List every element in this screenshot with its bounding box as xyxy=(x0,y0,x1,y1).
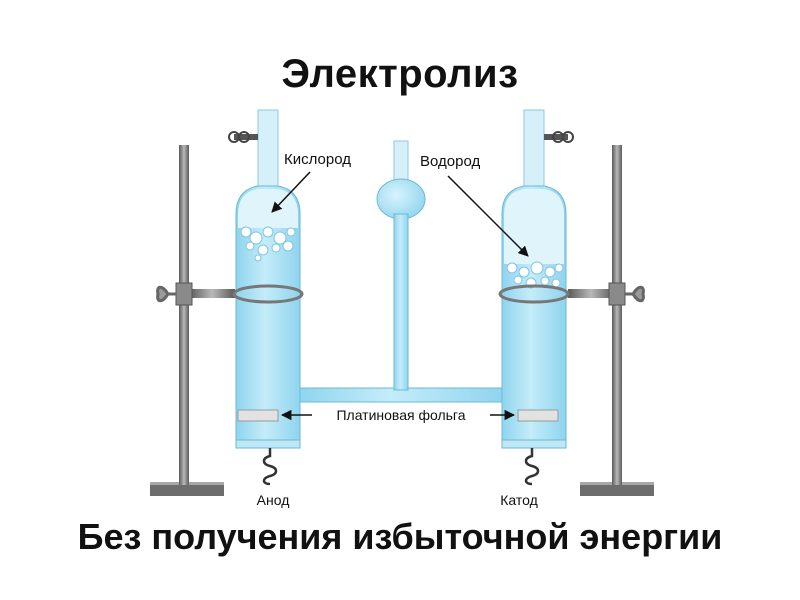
hydrogen-pointer xyxy=(447,175,529,257)
left-stand-rod xyxy=(179,145,189,485)
right-clamp-ring xyxy=(498,284,570,304)
electrolysis-diagram: Кислород Водород Платиновая фольга Анод … xyxy=(150,109,654,508)
cathode-wire-icon xyxy=(524,448,540,486)
right-stand-rod xyxy=(612,145,622,485)
cathode-foil xyxy=(517,409,559,422)
left-clamp-screw-icon xyxy=(156,285,176,303)
right-clamp-arm xyxy=(568,289,614,298)
anode-label: Анод xyxy=(257,492,290,508)
left-bubbles xyxy=(240,226,296,262)
reservoir-bulb xyxy=(376,178,426,220)
slide-title: Электролиз xyxy=(281,52,519,96)
right-stand xyxy=(568,145,654,496)
left-stopcock-icon xyxy=(234,134,258,140)
anode-wire-icon xyxy=(262,448,278,486)
left-clamp-ring xyxy=(232,284,304,304)
cathode-label: Катод xyxy=(500,492,538,508)
oxygen-label: Кислород xyxy=(284,151,351,168)
left-clamp-block xyxy=(175,282,193,306)
hydrogen-label: Водород xyxy=(420,153,480,170)
left-stand xyxy=(150,145,235,496)
left-stand-base xyxy=(150,482,224,496)
anode-foil xyxy=(237,409,279,422)
right-tube xyxy=(498,109,574,486)
slide-subtitle: Без получения избыточной энергии xyxy=(77,516,723,557)
reservoir-funnel xyxy=(376,140,426,391)
right-stand-base xyxy=(580,482,654,496)
right-clamp-block xyxy=(608,282,626,306)
platinum-foil-label: Платиновая фольга xyxy=(336,407,465,423)
left-tube xyxy=(228,109,304,486)
right-stopcock-icon xyxy=(544,134,568,140)
oxygen-pointer xyxy=(271,171,311,213)
left-clamp-arm xyxy=(189,289,235,298)
right-bubbles xyxy=(506,261,564,289)
right-clamp-screw-icon xyxy=(625,285,645,303)
